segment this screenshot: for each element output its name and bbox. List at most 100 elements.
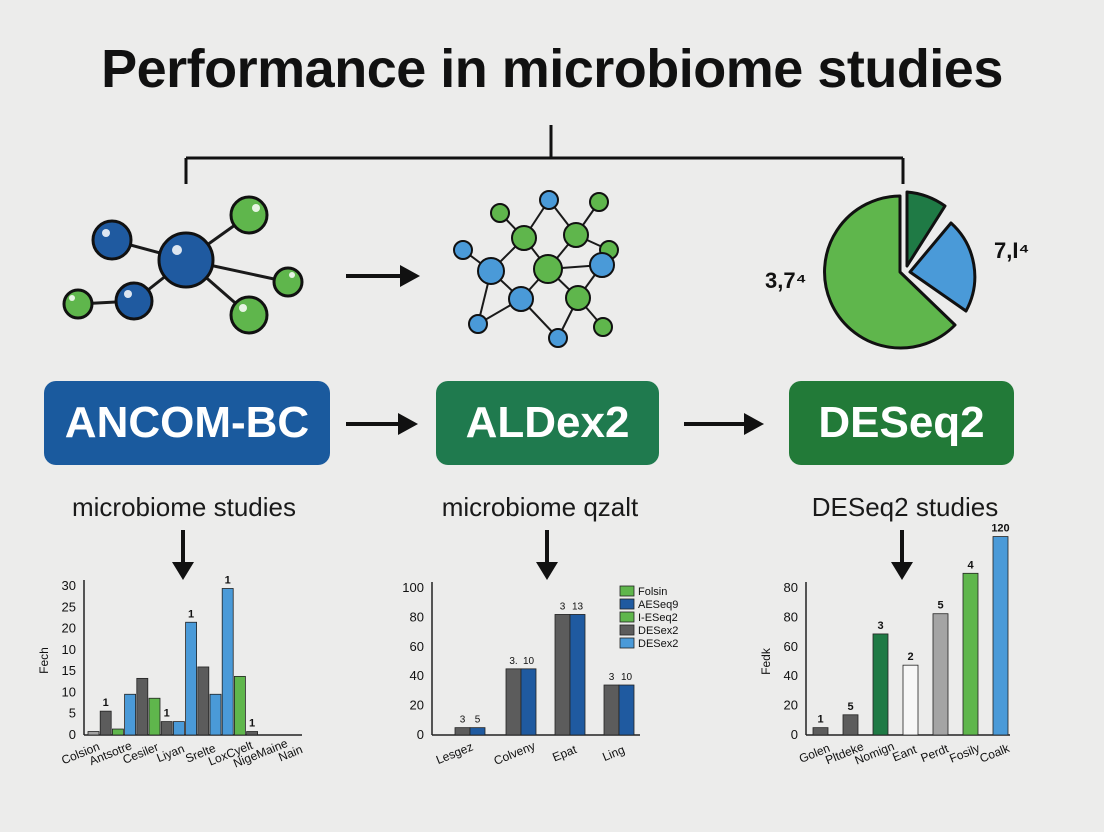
bar-value-label: 5: [475, 715, 481, 726]
bar: [603, 684, 620, 736]
x-tick-label: Eant: [890, 742, 919, 764]
y-tick-label: 80: [410, 609, 424, 624]
x-tick-label: Perdt: [919, 741, 951, 765]
legend-label: DESex2: [638, 625, 678, 637]
bar: [842, 714, 859, 736]
bar: [87, 731, 100, 736]
arrow-right-icon: [346, 413, 418, 435]
page-title: Performance in microbiome studies: [101, 39, 1003, 99]
bar-value-label: 3: [460, 715, 466, 726]
bar: [872, 633, 889, 736]
arrow-down-icon: [172, 530, 194, 580]
bar: [185, 621, 198, 736]
caption-1: microbiome studies: [72, 492, 296, 522]
bar-value-label: 120: [991, 523, 1009, 535]
y-tick-label: 10: [62, 684, 76, 699]
y-tick-label: 0: [417, 727, 424, 742]
bar-value-label: 1: [817, 714, 823, 726]
y-tick-label: 15: [62, 663, 76, 678]
network-icon: [453, 190, 619, 348]
bar-value-label: 3.: [509, 656, 517, 667]
y-tick-label: 60: [784, 639, 798, 654]
x-tick-label: Fosily: [947, 741, 981, 766]
y-tick-label: 100: [402, 580, 424, 595]
y-tick-label: 30: [62, 578, 76, 593]
y-axis-label: Fech: [37, 647, 51, 674]
bar: [618, 684, 635, 736]
y-tick-label: 0: [69, 727, 76, 742]
bar: [209, 693, 222, 736]
bar: [554, 614, 571, 736]
bar: [246, 731, 259, 736]
bar-value-label: 4: [967, 559, 974, 571]
bar: [469, 727, 486, 736]
y-tick-label: 60: [410, 639, 424, 654]
y-axis-label: Fedk: [759, 647, 773, 675]
y-tick-label: 80: [784, 580, 798, 595]
bar-value-label: 3: [560, 601, 566, 612]
arrow-right-icon: [346, 265, 420, 287]
x-tick-label: Epat: [550, 742, 579, 764]
bar: [148, 697, 161, 736]
legend-swatch: [619, 585, 635, 597]
bracket-connector: [184, 125, 905, 184]
method-label: ANCOM-BC: [64, 398, 310, 447]
bar-value-label: 1: [249, 718, 255, 730]
y-tick-label: 0: [791, 727, 798, 742]
y-tick-label: 10: [62, 642, 76, 657]
y-tick-label: 5: [69, 706, 76, 721]
arrow-right-icon: [684, 413, 764, 435]
legend-label: Folsin: [638, 586, 667, 598]
y-tick-label: 20: [410, 698, 424, 713]
bar: [812, 727, 829, 736]
bar-value-label: 10: [523, 656, 535, 667]
bar: [233, 675, 246, 736]
bar-value-label: 1: [103, 697, 109, 709]
method-box-ancom-bc: ANCOM-BC: [44, 381, 330, 465]
bar-value-label: 5: [847, 701, 853, 713]
legend-swatch: [619, 598, 635, 610]
bar: [992, 536, 1009, 736]
legend-label: DESex2: [638, 638, 678, 650]
bar: [520, 668, 537, 736]
bar-value-label: 2: [907, 651, 913, 663]
bar: [221, 588, 234, 736]
y-tick-label: 40: [410, 668, 424, 683]
y-tick-label: 20: [62, 621, 76, 636]
bar: [112, 728, 124, 736]
y-tick-label: 25: [62, 599, 76, 614]
bar: [569, 614, 586, 736]
legend-swatch: [619, 611, 635, 623]
bar-value-label: 1: [188, 608, 194, 620]
bar: [172, 721, 185, 736]
method-label: ALDex2: [465, 398, 630, 447]
bar-value-label: 1: [164, 708, 170, 720]
y-tick-label: 80: [784, 609, 798, 624]
x-tick-label: Ling: [600, 743, 626, 764]
caption-2: microbiome qzalt: [441, 492, 639, 522]
bar-value-label: 1: [225, 574, 231, 586]
pie-chart-icon: [823, 190, 977, 350]
x-tick-label: Lesgez: [434, 740, 475, 767]
pie-label-left: 3,7⁴: [765, 268, 806, 293]
legend-swatch: [619, 624, 635, 636]
legend-swatch: [619, 637, 635, 649]
bar-value-label: 5: [937, 600, 943, 612]
y-tick-label: 20: [784, 698, 798, 713]
x-tick-label: Liyan: [155, 741, 187, 765]
bar: [136, 677, 149, 736]
bar-value-label: 13: [572, 601, 584, 612]
pie-label-right: 7,I⁴: [994, 238, 1029, 263]
bar: [160, 721, 173, 736]
x-tick-label: Coalk: [978, 741, 1013, 766]
y-tick-label: 40: [784, 668, 798, 683]
bar: [505, 668, 522, 736]
bar-value-label: 3: [877, 620, 883, 632]
arrow-down-icon: [536, 530, 558, 580]
legend-label: AESeq9: [638, 599, 678, 611]
molecule-icon: [62, 195, 304, 335]
legend-label: I-ESeq2: [638, 612, 678, 624]
bar: [99, 710, 112, 736]
bar: [124, 693, 136, 736]
